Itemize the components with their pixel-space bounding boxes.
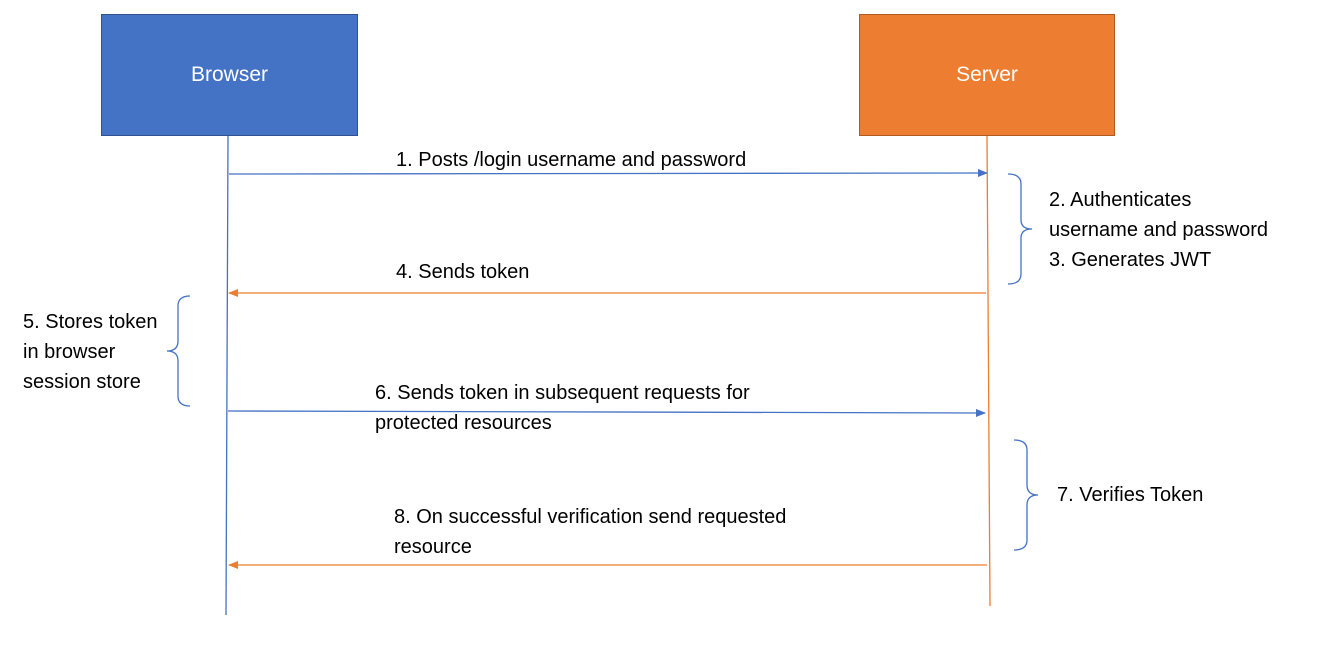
browser-label: Browser [190, 63, 269, 86]
message-label-6: 6. Sends token in subsequent requests fo… [375, 382, 750, 434]
browser-lifeline [225, 135, 229, 616]
message-label-8: 8. On successful verification send reque… [394, 506, 787, 558]
server-actor-box: Server [859, 14, 1115, 136]
browser-actor-box: Browser [101, 14, 358, 136]
message-arrow-6 [227, 408, 986, 417]
brace-authenticate [1007, 173, 1033, 285]
note-verify-token: 7. Verifies Token [1057, 484, 1204, 506]
message-label-4: 4. Sends token [396, 261, 530, 283]
server-lifeline [986, 135, 991, 607]
brace-store-token [166, 295, 191, 407]
server-label: Server [956, 63, 1018, 86]
brace-verify [1013, 439, 1039, 551]
message-arrow-1 [228, 169, 988, 178]
note-authenticate: 2. Authenticates username and password 3… [1049, 189, 1269, 271]
note-store-token: 5. Stores token in browser session store [23, 311, 158, 393]
message-label-1: 1. Posts /login username and password [396, 149, 747, 171]
